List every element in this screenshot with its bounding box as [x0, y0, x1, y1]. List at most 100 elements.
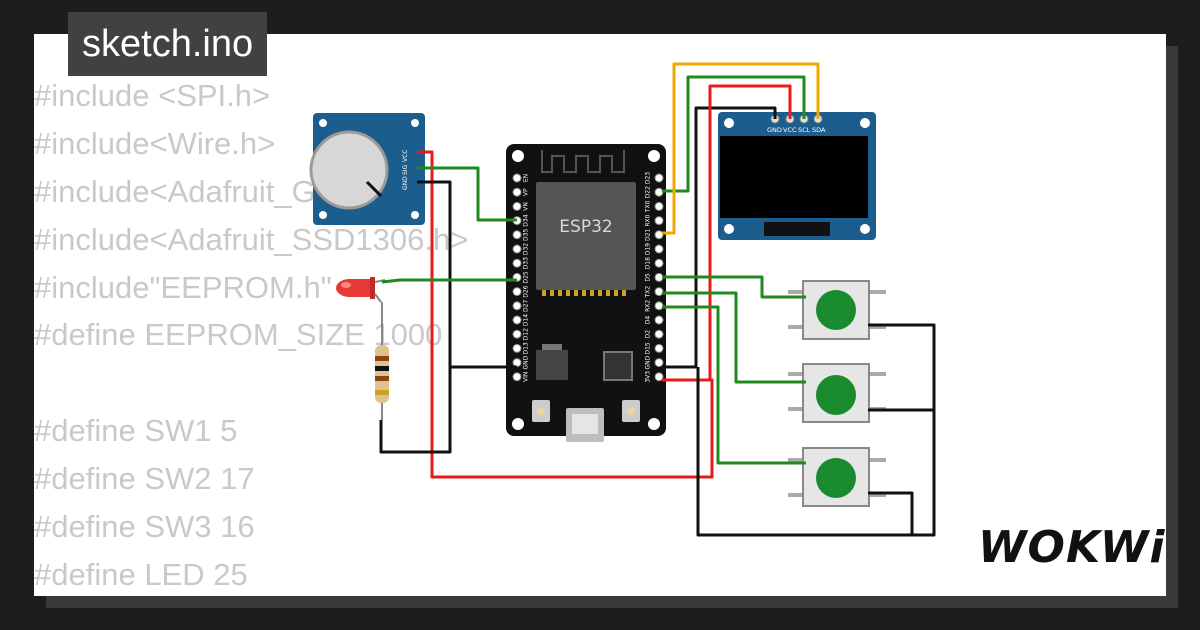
esp32-left-pin[interactable] — [512, 287, 522, 297]
esp32-pin-label: D25 — [523, 271, 530, 283]
esp32-pin-label: VN — [523, 202, 530, 211]
esp32-left-pin[interactable] — [512, 301, 522, 311]
oled-pin-gnd: GND — [767, 126, 782, 134]
esp32-pin-label: D27 — [523, 299, 530, 311]
esp32-pin-label: TX0 — [645, 200, 652, 213]
esp32-right-pin[interactable] — [654, 201, 664, 211]
wokwi-logo: WOKWi — [978, 522, 1166, 573]
esp32-pin-label: D18 — [645, 257, 652, 269]
resistor[interactable] — [375, 302, 389, 420]
esp32-chip-label: ESP32 — [559, 217, 612, 237]
esp32-left-pin[interactable] — [512, 358, 522, 368]
esp32-pin-label: TX2 — [645, 286, 652, 299]
esp32-pin-label: 3V3 — [645, 371, 652, 383]
code-line: #define EEPROM_SIZE 1000 — [34, 317, 443, 353]
esp32-pin-label: VP — [523, 188, 530, 196]
wire-black-sw3-gnd — [868, 491, 914, 535]
esp32-left-pin[interactable] — [512, 230, 522, 240]
esp32-pin-label: RX2 — [645, 300, 652, 312]
wire-green-sw2 — [662, 291, 806, 384]
esp32-pin-label: D13 — [523, 342, 530, 354]
wire-green-pot-sig — [417, 166, 517, 222]
pushbutton-3[interactable] — [788, 447, 886, 507]
esp32-left-pin[interactable] — [512, 244, 522, 254]
esp32-left-pin[interactable] — [512, 329, 522, 339]
esp32-right-pin[interactable] — [654, 301, 664, 311]
esp32-pin-label: RX0 — [645, 214, 652, 226]
esp32-left-pin[interactable] — [512, 201, 522, 211]
esp32-right-pin[interactable] — [654, 173, 664, 183]
esp32-right-pin[interactable] — [654, 187, 664, 197]
esp32-pin-label: D35 — [523, 228, 530, 240]
esp32-right-pin[interactable] — [654, 258, 664, 268]
pot-pin-vcc: VCC — [402, 150, 409, 162]
code-line: #include <SPI.h> — [34, 78, 271, 113]
wire-green-oled-scl — [662, 75, 806, 193]
oled-pin-scl: SCL — [798, 126, 811, 134]
esp32-pin-label: D4 — [645, 316, 652, 325]
red-led[interactable] — [336, 277, 386, 303]
esp32-left-pin[interactable] — [512, 372, 522, 382]
esp32-pin-label: GND — [645, 355, 652, 369]
esp32-pin-label: D22 — [645, 186, 652, 198]
wire-black-pot-gnd — [379, 180, 452, 454]
code-line: #define SW2 17 — [34, 461, 255, 497]
esp32-pin-label: D2 — [645, 330, 652, 339]
esp32-pin-label: D23 — [645, 172, 652, 184]
esp32-pin-label: D15 — [645, 342, 652, 354]
esp32-pin-label: D32 — [523, 243, 530, 255]
wire-green-led — [381, 278, 517, 284]
esp32-pin-label: VIN — [523, 372, 530, 382]
esp32-pin-label: D34 — [523, 214, 530, 226]
esp32-left-pin[interactable] — [512, 315, 522, 325]
esp32-right-pin[interactable] — [654, 216, 664, 226]
esp32-left-pin[interactable] — [512, 343, 522, 353]
esp32-pin-label: GND — [523, 355, 530, 369]
wire-black-sw1-gnd — [696, 323, 936, 537]
esp32-right-pin[interactable] — [654, 343, 664, 353]
esp32-right-pin[interactable] — [654, 287, 664, 297]
esp32-pin-label: D14 — [523, 314, 530, 326]
esp32-left-pin[interactable] — [512, 187, 522, 197]
potentiometer[interactable]: GND SIG VCC — [309, 113, 425, 225]
code-line: #define SW3 16 — [34, 509, 255, 545]
oled-display[interactable]: GND VCC SCL SDA — [718, 112, 876, 240]
wire-red-oled-vcc — [708, 84, 792, 380]
esp32-right-pin[interactable] — [654, 358, 664, 368]
esp32-right-pin[interactable] — [654, 230, 664, 240]
esp32-board[interactable]: ESP32 ENVPVND34D35D32D33D25D26D27D14D12D… — [506, 144, 666, 442]
code-line: #include"EEPROM.h" — [34, 269, 332, 305]
code-line: #include<Wire.h> — [34, 125, 276, 161]
esp32-left-pin[interactable] — [512, 173, 522, 183]
esp32-left-pin[interactable] — [512, 258, 522, 268]
code-line: #define LED 25 — [34, 556, 248, 592]
esp32-right-pin[interactable] — [654, 244, 664, 254]
wire-green-sw3 — [662, 305, 806, 465]
code-line: #define SW1 5 — [34, 413, 238, 449]
pushbutton-1[interactable] — [788, 280, 886, 340]
esp32-right-pin[interactable] — [654, 315, 664, 325]
esp32-right-pin[interactable] — [654, 372, 664, 382]
sketch-filename-tag: sketch.ino — [68, 12, 268, 76]
wire-green-sw1 — [662, 275, 806, 299]
wire-red-pot-vcc — [417, 150, 714, 479]
pushbutton-2[interactable] — [788, 363, 886, 423]
oled-pin-sda: SDA — [812, 126, 826, 134]
esp32-pin-label: D12 — [523, 328, 530, 340]
esp32-pin-label: D5 — [645, 273, 652, 282]
pot-pin-gnd: GND — [402, 176, 409, 190]
code-line: #include<Adafruit_SSD1306.h> — [34, 221, 469, 257]
esp32-pin-label: D33 — [523, 257, 530, 269]
esp32-right-pin[interactable] — [654, 329, 664, 339]
pot-pin-sig: SIG — [402, 164, 409, 175]
esp32-pin-label: D21 — [645, 228, 652, 240]
esp32-pin-label: EN — [523, 174, 530, 182]
esp32-pin-label: D19 — [645, 243, 652, 255]
wire-yellow-oled-sda — [662, 62, 820, 235]
wire-black-oled-gnd — [662, 106, 777, 369]
pot-pin-labels: GND SIG VCC — [402, 150, 409, 190]
oled-pin-vcc: VCC — [783, 126, 797, 134]
esp32-right-pin[interactable] — [654, 272, 664, 282]
